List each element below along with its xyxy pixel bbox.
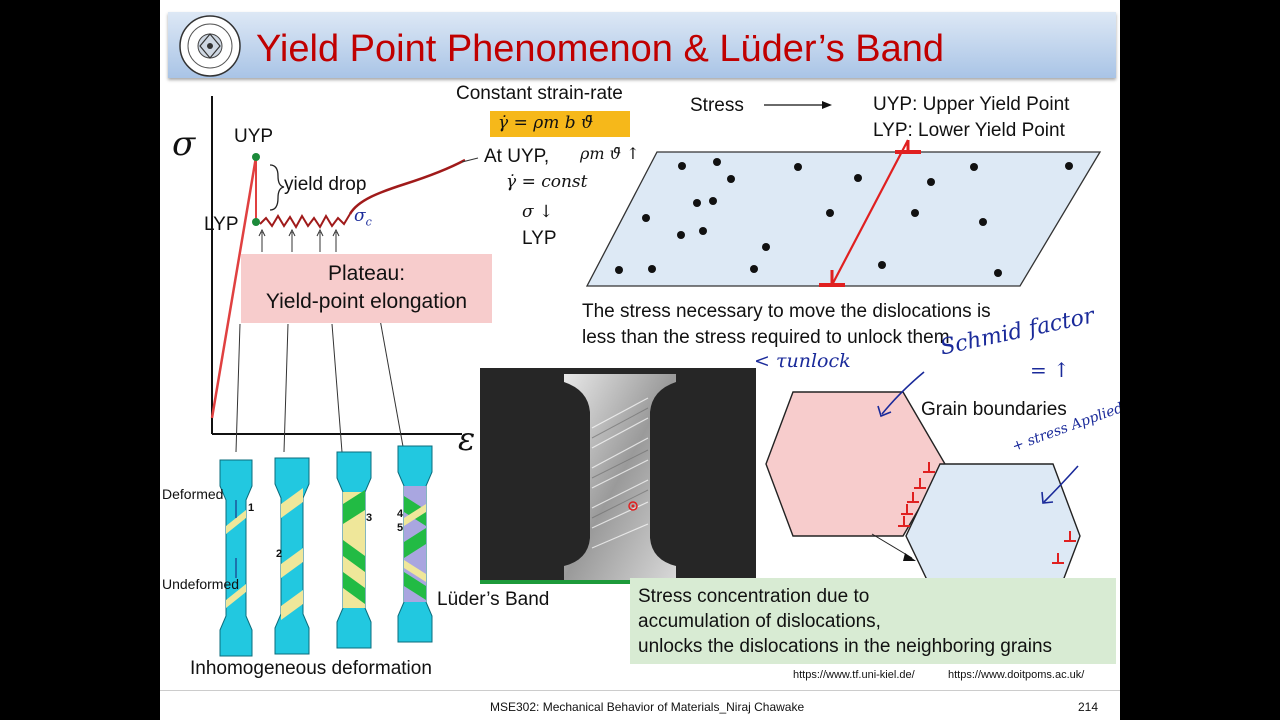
sigma-down: σ ↓ <box>522 202 554 222</box>
specimen-number-4: 4 <box>397 508 404 520</box>
elastic-line <box>210 156 258 419</box>
specimen-2 <box>274 457 310 655</box>
concentration-line3: unlocks the dislocations in the neighbor… <box>638 636 1053 657</box>
sigma-c-label: σc <box>354 206 372 229</box>
uyp-label: UYP <box>234 126 274 147</box>
footer-course: MSE302: Mechanical Behavior of Materials… <box>490 700 805 714</box>
specimen-4 <box>397 445 433 643</box>
slide-title: Yield Point Phenomenon & Lüder’s Band <box>256 28 945 70</box>
undeformed-label: Undeformed <box>162 576 240 592</box>
lyp-label: LYP <box>204 214 239 235</box>
curve-pointer-line <box>461 157 479 163</box>
solute-atoms <box>615 158 1073 277</box>
stress-arrow <box>764 101 832 109</box>
specimen-number-3: 3 <box>366 512 373 524</box>
page-number: 214 <box>1078 700 1099 714</box>
schmid-arrow <box>881 371 925 415</box>
dislocation-desc-line1: The stress necessary to move the disloca… <box>582 301 991 322</box>
stress-applied-arrow <box>1043 465 1079 503</box>
plateau-line1: Plateau: <box>327 262 406 285</box>
source-link-2[interactable]: https://www.doitpoms.ac.uk/ <box>948 669 1085 681</box>
concentration-line1: Stress concentration due to <box>638 586 870 607</box>
plateau-zigzag <box>259 213 351 230</box>
yield-drop-label: yield drop <box>284 174 367 195</box>
institute-logo-icon <box>179 15 241 77</box>
grain-boundaries-label: Grain boundaries <box>921 399 1067 420</box>
rho-theta-up: ρm ϑ̄ ↑ <box>580 144 640 163</box>
stress-concentration-box <box>630 578 1116 664</box>
dislocation-desc-line2: less than the stress required to unlock … <box>582 327 950 348</box>
formula-highlight <box>490 111 630 137</box>
footer: MSE302: Mechanical Behavior of Materials… <box>160 690 1120 720</box>
specimen-number-5: 5 <box>397 522 404 534</box>
source-link-1[interactable]: https://www.tf.uni-kiel.de/ <box>793 669 915 681</box>
x-axis-symbol: ε <box>458 420 476 458</box>
specimen-number-1: 1 <box>248 502 255 514</box>
yield-drop-brace <box>269 164 285 211</box>
inhomogeneous-caption: Inhomogeneous deformation <box>190 658 432 679</box>
plateau-line2: Yield-point elongation <box>265 290 468 313</box>
deformed-label: Deformed <box>162 486 224 502</box>
specimen-1 <box>219 459 253 657</box>
plateau-box <box>241 254 492 323</box>
slide-graphics <box>210 96 1102 657</box>
gamma-const: γ̇ = const <box>506 172 588 192</box>
title-bar: Yield Point Phenomenon & Lüder’s Band <box>168 12 1116 78</box>
hardening-curve <box>348 158 466 215</box>
slide: Yield Point Phenomenon & Lüder’s Band <box>160 0 1120 720</box>
lyp-point <box>252 218 260 226</box>
strain-rate-formula: γ̇ = ρm b ϑ̄ <box>498 113 594 133</box>
stress-strain-graph <box>210 96 466 453</box>
strain-rate-lyp: LYP <box>522 228 557 249</box>
dislocation-line <box>819 139 921 287</box>
uyp-definition: UYP: Upper Yield Point <box>873 94 1070 115</box>
slip-plane-diagram <box>585 139 1102 287</box>
luders-band-label: Lüder’s Band <box>437 589 550 610</box>
at-uyp-label: At UYP, <box>484 146 550 167</box>
specimen-3 <box>336 451 372 649</box>
lyp-definition: LYP: Lower Yield Point <box>873 120 1065 141</box>
slip-plane <box>585 151 1102 287</box>
schmid-up-note: = ↑ <box>1030 358 1070 382</box>
luders-band-photo <box>480 368 756 584</box>
strain-rate-header: Constant strain-rate <box>456 83 623 104</box>
tau-unlock-note: < τunlock <box>754 350 851 372</box>
specimen-number-2: 2 <box>276 548 283 560</box>
y-axis-symbol: σ <box>172 124 196 164</box>
plateau-arrows <box>258 228 340 252</box>
concentration-line2: accumulation of dislocations, <box>638 611 881 632</box>
grain-diagram <box>765 371 1081 608</box>
specimen-group <box>219 445 433 657</box>
uyp-point <box>252 153 260 161</box>
stress-label: Stress <box>690 95 744 116</box>
